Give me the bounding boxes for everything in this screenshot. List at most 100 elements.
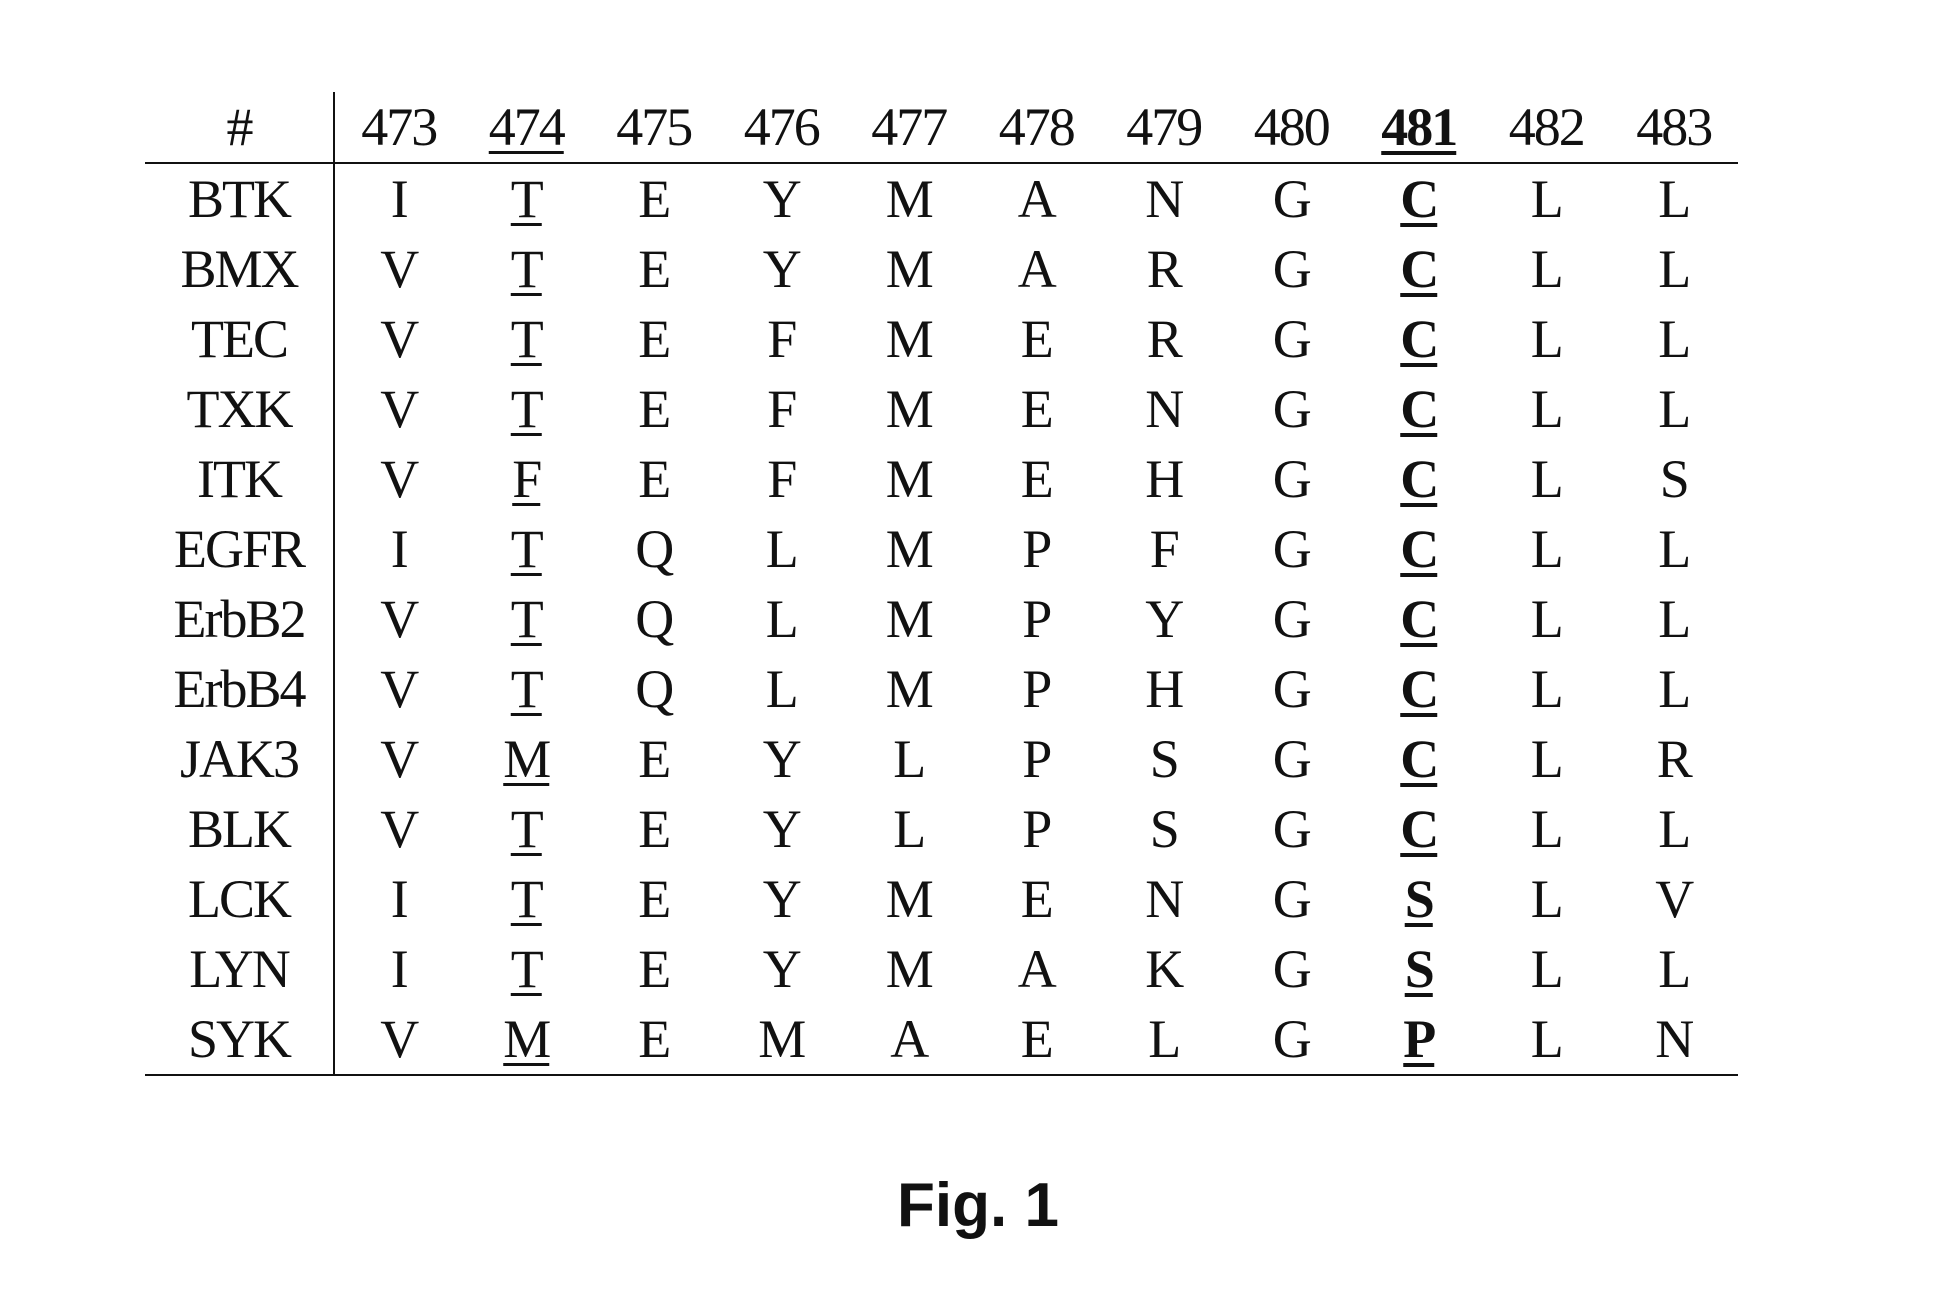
residue-letter: L [1531,309,1562,369]
position-header: 482 [1483,92,1611,163]
residue-letter: T [511,799,542,859]
residue-cell: L [1610,934,1738,1004]
header-row: # 473474475476477478479480481482483 [145,92,1738,163]
residue-cell: M [845,934,973,1004]
residue-letter: V [380,449,417,509]
kinase-name: BLK [145,794,334,864]
position-header: 481 [1355,92,1483,163]
kinase-name: ErbB2 [145,584,334,654]
residue-cell: L [845,794,973,864]
kinase-name: ErbB4 [145,654,334,724]
residue-cell: P [973,794,1101,864]
residue-cell: G [1228,584,1356,654]
residue-letter: G [1273,449,1310,509]
residue-letter: E [1021,449,1052,509]
table-row: BLKVTEYLPSGCLL [145,794,1738,864]
residue-cell: L [1483,374,1611,444]
residue-cell: A [973,934,1101,1004]
residue-cell: L [1483,864,1611,934]
residue-cell: C [1355,514,1483,584]
residue-letter: T [511,309,542,369]
residue-cell: T [463,794,591,864]
table-row: SYKVMEMAELGPLN [145,1004,1738,1075]
kinase-name: BMX [145,234,334,304]
residue-letter: L [1148,1009,1179,1069]
residue-letter: E [1021,1009,1052,1069]
residue-cell: L [1610,304,1738,374]
residue-letter: V [380,729,417,789]
residue-letter: L [1531,519,1562,579]
residue-cell: M [845,584,973,654]
kinase-name: TXK [145,374,334,444]
residue-letter: K [1145,939,1182,999]
residue-letter: P [1022,589,1050,649]
residue-letter: S [1660,449,1688,509]
residue-letter: L [1658,659,1689,719]
residue-cell: E [973,304,1101,374]
residue-letter: S [1405,869,1433,929]
residue-cell: V [334,304,463,374]
residue-letter: L [1658,589,1689,649]
residue-letter: C [1400,799,1437,859]
residue-letter: L [766,589,797,649]
residue-cell: R [1610,724,1738,794]
figure-caption: Fig. 1 [0,1175,1956,1237]
kinase-name: BTK [145,163,334,234]
residue-letter: I [391,519,407,579]
residue-cell: E [590,163,718,234]
residue-cell: E [590,444,718,514]
table-row: LCKITEYMENGSLV [145,864,1738,934]
table-body: BTKITEYMANGCLLBMXVTEYMARGCLLTECVTEFMERGC… [145,163,1738,1075]
residue-letter: A [1018,169,1055,229]
residue-cell: C [1355,304,1483,374]
residue-letter: A [1018,239,1055,299]
table-header: # 473474475476477478479480481482483 [145,92,1738,163]
residue-letter: H [1145,449,1182,509]
residue-letter: L [1658,799,1689,859]
residue-cell: G [1228,514,1356,584]
table-row: EGFRITQLMPFGCLL [145,514,1738,584]
table-row: BTKITEYMANGCLL [145,163,1738,234]
residue-cell: L [1100,1004,1228,1075]
residue-letter: Y [763,939,800,999]
residue-cell: L [1610,234,1738,304]
kinase-name: JAK3 [145,724,334,794]
table-row: ITKVFEFMEHGCLS [145,444,1738,514]
table-row: TECVTEFMERGCLL [145,304,1738,374]
residue-cell: L [1483,654,1611,724]
residue-letter: M [503,1009,549,1069]
residue-cell: Y [718,163,846,234]
residue-cell: E [590,864,718,934]
residue-letter: L [1531,939,1562,999]
residue-letter: S [1150,799,1178,859]
residue-letter: C [1400,729,1437,789]
residue-letter: M [886,309,932,369]
residue-letter: V [380,799,417,859]
residue-letter: M [886,449,932,509]
residue-cell: C [1355,724,1483,794]
residue-letter: E [638,309,669,369]
residue-cell: E [590,794,718,864]
residue-cell: Y [718,724,846,794]
position-header: 476 [718,92,846,163]
residue-cell: M [845,163,973,234]
residue-cell: A [845,1004,973,1075]
residue-cell: L [1610,584,1738,654]
residue-letter: G [1273,1009,1310,1069]
residue-cell: M [463,1004,591,1075]
residue-letter: T [511,939,542,999]
residue-cell: G [1228,374,1356,444]
residue-letter: F [512,449,540,509]
residue-cell: C [1355,584,1483,654]
residue-cell: I [334,163,463,234]
residue-cell: T [463,934,591,1004]
residue-cell: T [463,514,591,584]
residue-cell: E [973,374,1101,444]
residue-cell: E [590,374,718,444]
residue-letter: C [1400,589,1437,649]
residue-letter: P [1022,799,1050,859]
residue-letter: M [886,589,932,649]
residue-letter: L [893,799,924,859]
residue-cell: F [463,444,591,514]
residue-letter: C [1400,449,1437,509]
